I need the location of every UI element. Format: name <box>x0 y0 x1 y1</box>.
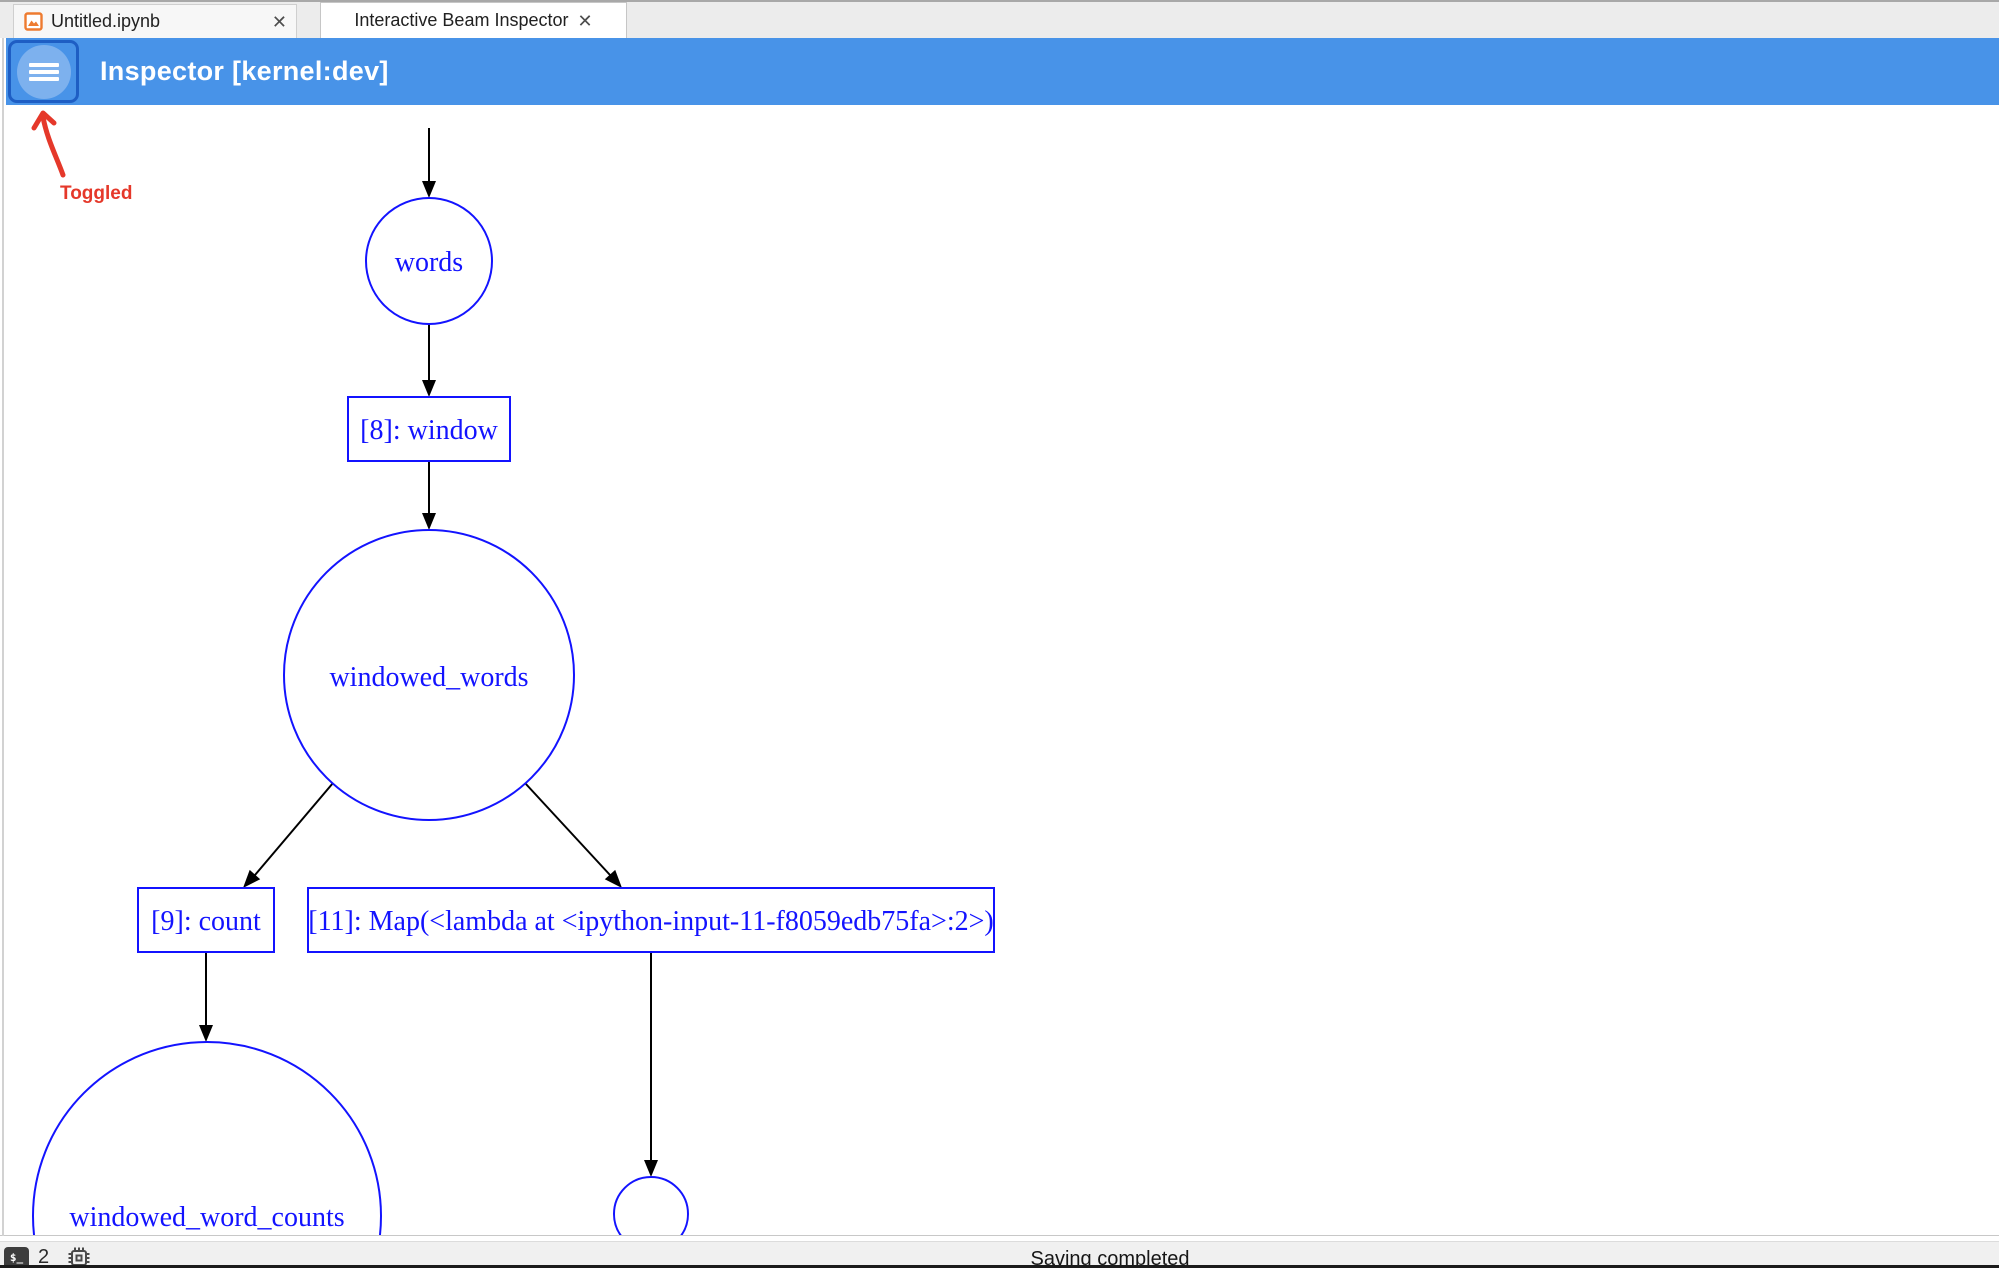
notebook-file-icon <box>24 12 43 31</box>
pcollection-output <box>613 1176 689 1235</box>
graph-node-labels: words [8]: window windowed_words [9]: co… <box>69 247 993 1233</box>
window-bottom-edge <box>0 1265 1999 1268</box>
panel-left-border <box>2 38 4 1236</box>
arrowhead <box>422 181 436 198</box>
toggle-menu-button[interactable] <box>8 40 79 103</box>
annotation-arrowhead <box>31 110 57 131</box>
arrowhead <box>422 513 436 530</box>
toggled-annotation-label: Toggled <box>60 183 133 204</box>
arrowhead <box>422 380 436 397</box>
pcollection-windowed-word-counts <box>32 1041 382 1235</box>
status-bar: $_ 2 Saving completed <box>0 1241 1999 1268</box>
arrowhead <box>604 869 622 888</box>
graph-arrowheads <box>199 181 658 1177</box>
dock-tab-bar: Untitled.ipynb ✕ Interactive Beam Inspec… <box>0 0 1999 38</box>
status-message: Saving completed <box>1030 1248 1190 1268</box>
annotation-arrow-shaft <box>40 114 66 178</box>
arrowhead <box>199 1025 213 1042</box>
arrowhead <box>243 869 261 888</box>
tab-beam-inspector[interactable]: Interactive Beam Inspector ✕ <box>320 2 627 38</box>
busy-kernel-count: 2 <box>38 1246 50 1268</box>
node-label-map: [11]: Map(<lambda at <ipython-input-11-f… <box>308 906 993 937</box>
pcollection-words <box>365 197 493 325</box>
terminal-sessions-icon[interactable]: $_ <box>4 1246 29 1268</box>
node-label-windowed-word-counts: windowed_word_counts <box>69 1202 344 1233</box>
tab-label: Interactive Beam Inspector <box>354 10 569 30</box>
pipeline-graph-svg: words [8]: window windowed_words [9]: co… <box>31 110 995 1235</box>
node-label-count: [9]: count <box>151 906 261 937</box>
edge-windowed-words-to-map <box>524 782 611 876</box>
transform-map <box>307 887 995 953</box>
graph-edges <box>205 128 652 1162</box>
graph-nodes <box>32 197 995 1235</box>
status-bar-left-items: $_ 2 <box>4 1246 90 1268</box>
pipeline-graph-panel: words [8]: window windowed_words [9]: co… <box>0 105 1999 1236</box>
tab-label: Untitled.ipynb <box>51 11 161 31</box>
transform-count <box>137 887 275 953</box>
close-tab-icon[interactable]: ✕ <box>577 10 593 31</box>
toggled-annotation-arrow <box>31 110 66 178</box>
close-tab-icon[interactable]: ✕ <box>271 12 287 32</box>
arrowhead <box>644 1160 658 1177</box>
inspector-title: Inspector [kernel:dev] <box>100 56 389 86</box>
pcollection-windowed-words <box>283 529 575 821</box>
window-top-edge <box>0 0 1999 2</box>
node-label-window: [8]: window <box>360 415 498 446</box>
hamburger-icon <box>28 60 59 84</box>
inspector-toolbar: Inspector [kernel:dev] <box>6 38 1999 105</box>
tab-untitled-notebook[interactable]: Untitled.ipynb ✕ <box>13 4 297 38</box>
node-label-words: words <box>395 247 463 278</box>
button-ripple <box>16 44 71 99</box>
node-label-windowed-words: windowed_words <box>329 662 528 693</box>
edge-windowed-words-to-count <box>254 782 334 876</box>
transform-window <box>347 396 511 462</box>
